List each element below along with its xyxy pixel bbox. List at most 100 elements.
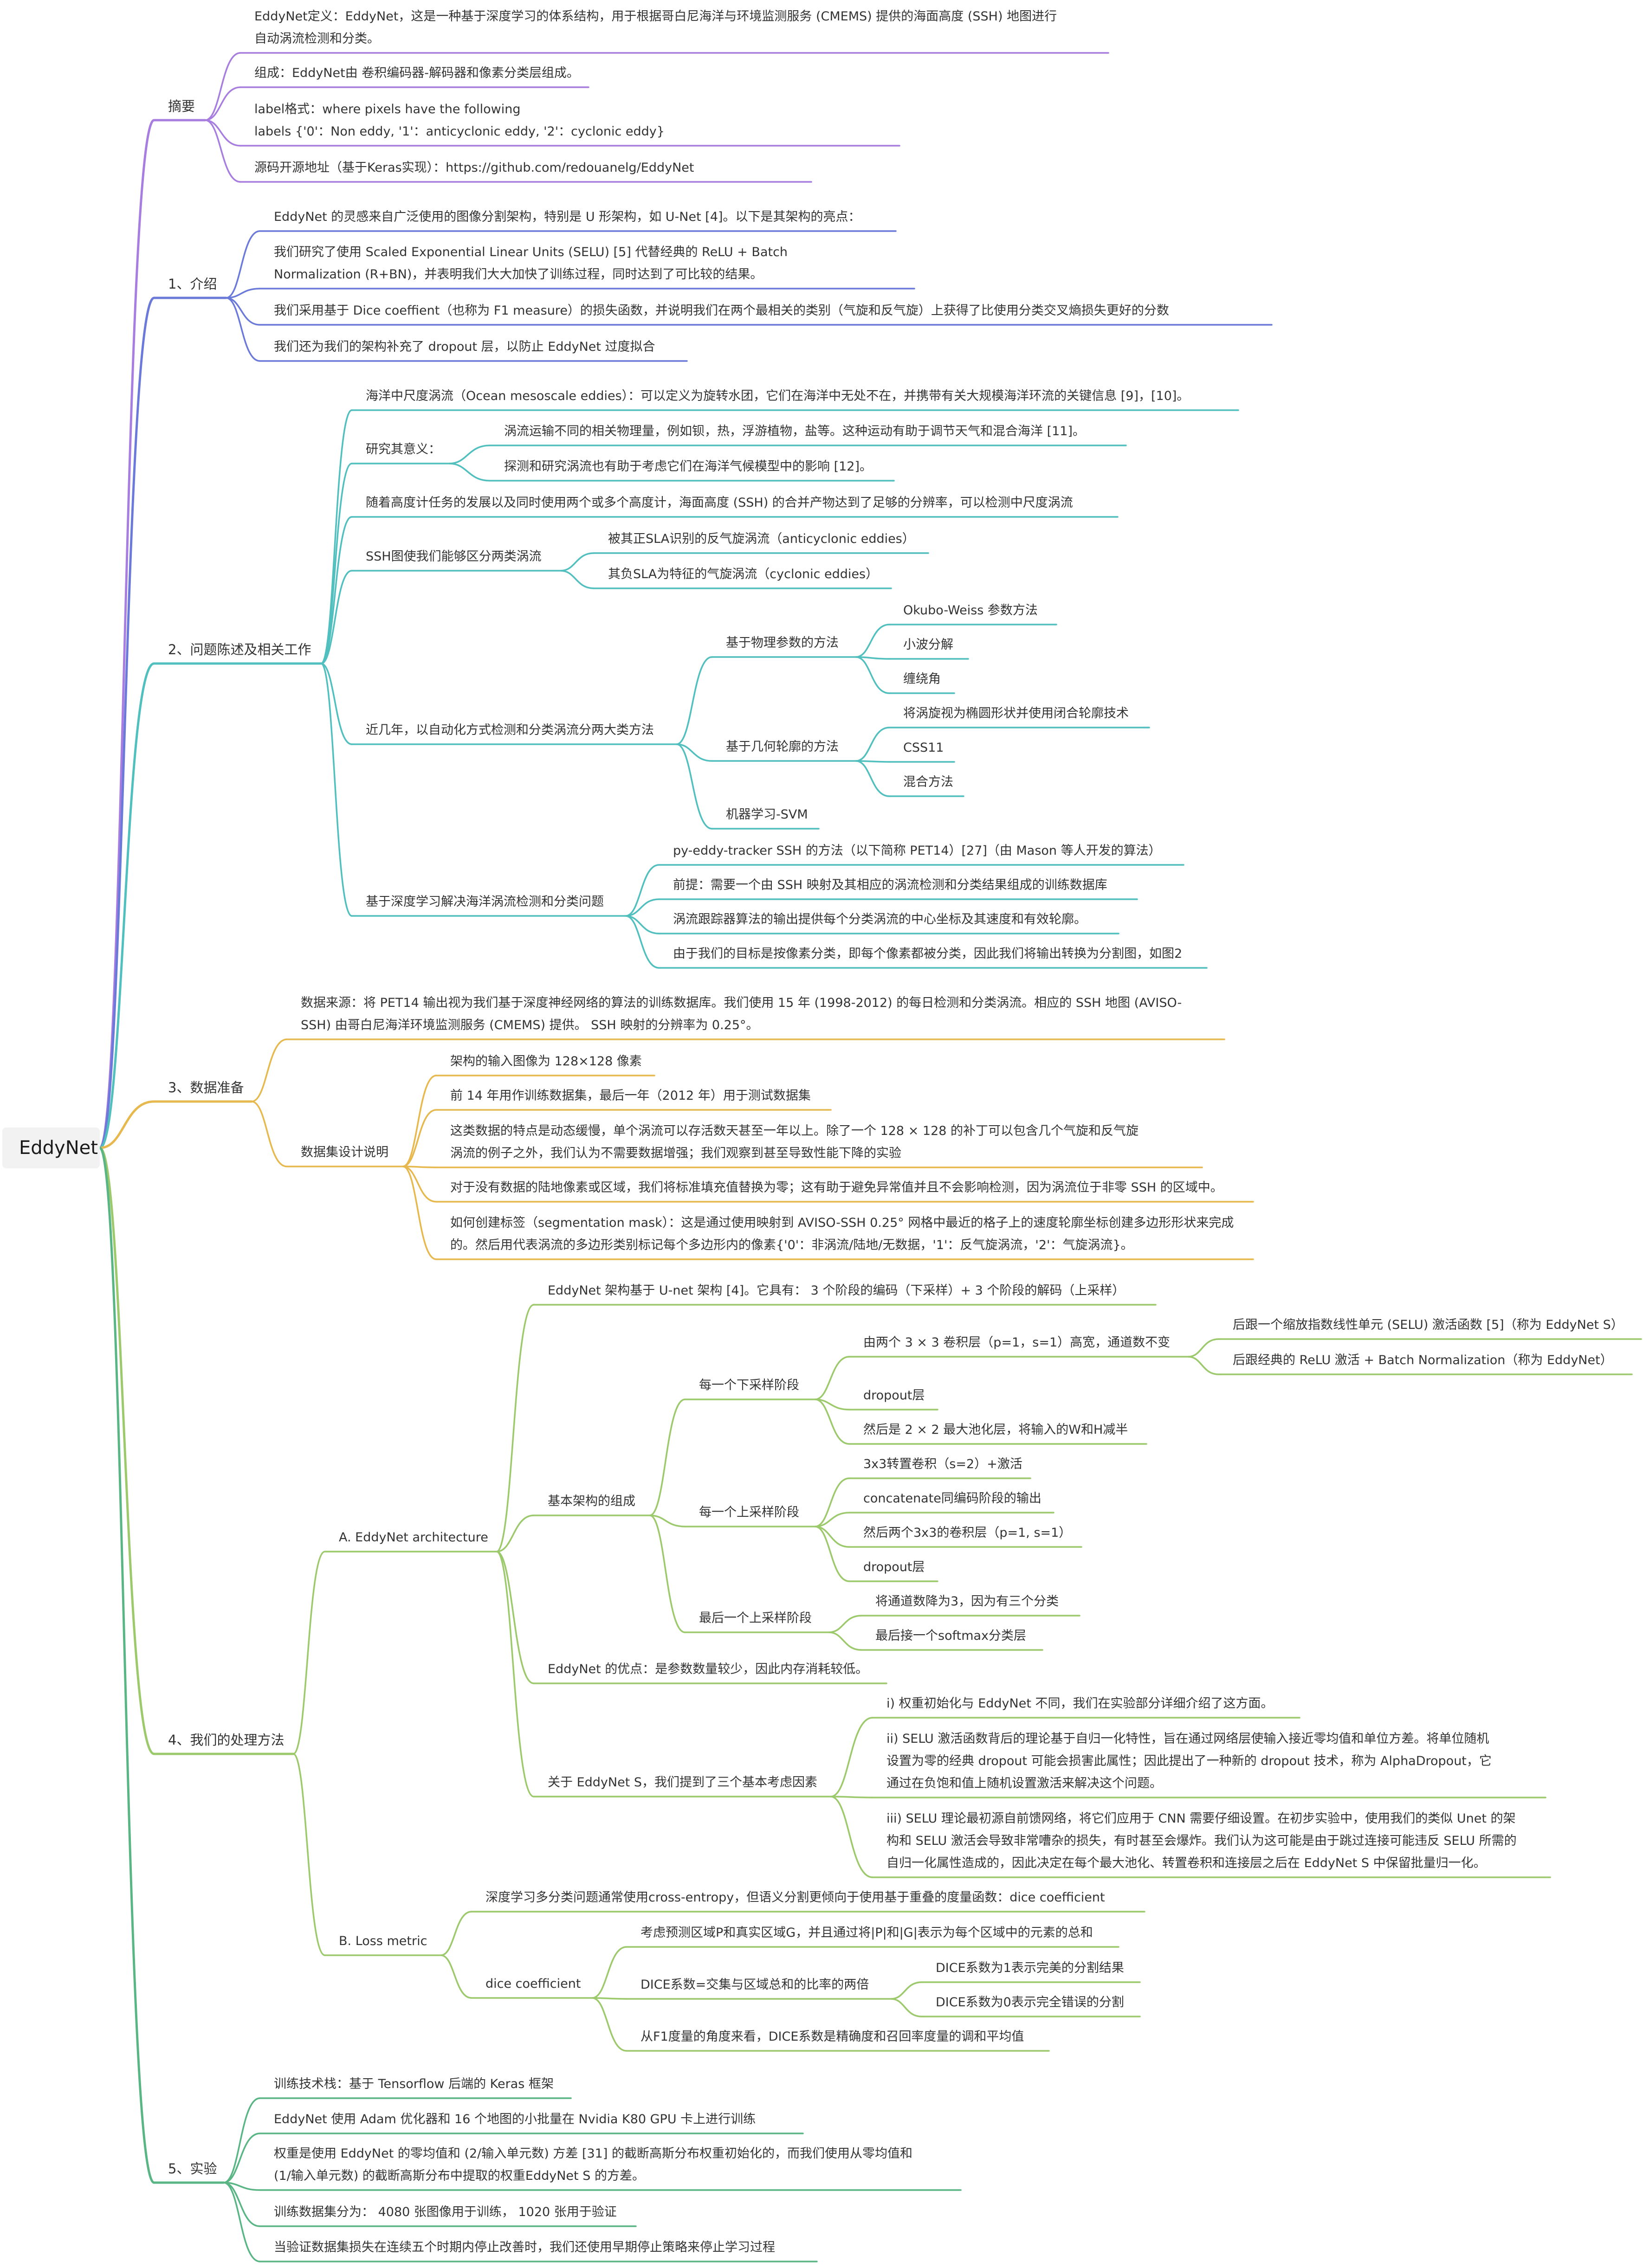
- node-a4[interactable]: 源码开源地址（基于Keras实现）：https://github.com/red…: [254, 157, 694, 179]
- node-e5[interactable]: 当验证数据集损失在连续五个时期内停止改善时，我们还使用早期停止策略来停止学习过程: [274, 2236, 775, 2259]
- node-p2a[interactable]: 涡流运输不同的相关物理量，例如钡，热，浮游植物，盐等。这种运动有助于调节天气和混…: [504, 420, 1085, 443]
- node-mB2a[interactable]: 考虑预测区域P和真实区域G，并且通过将|P|和|G|表示为每个区域中的元素的总和: [640, 1922, 1093, 1944]
- connector-p6d: [625, 915, 660, 969]
- connector-p5b3: [855, 760, 890, 797]
- connector-p2b: [449, 463, 491, 482]
- node-p5b2[interactable]: CSS11: [903, 737, 944, 759]
- connector-mB2a: [592, 1946, 627, 1999]
- node-mA[interactable]: A. EddyNet architecture: [339, 1527, 488, 1549]
- connector-mA2b4: [815, 1526, 850, 1582]
- node-text: 关于 EddyNet S，我们提到了三个基本考虑因素: [548, 1775, 818, 1790]
- node-p4[interactable]: SSH图使我们能够区分两类涡流: [366, 546, 542, 568]
- node-d2e[interactable]: 如何创建标签（segmentation mask）：这是通过使用映射到 AVIS…: [450, 1212, 1234, 1256]
- node-e3[interactable]: 权重是使用 EddyNet 的零均值和 (2/输入单元数) 方差 [31] 的截…: [274, 2143, 912, 2187]
- node-i2[interactable]: 我们研究了使用 Scaled Exponential Linear Units …: [274, 241, 788, 286]
- node-mA2b[interactable]: 每一个上采样阶段: [699, 1501, 799, 1524]
- node-intro[interactable]: 1、介绍: [168, 273, 217, 295]
- node-i4[interactable]: 我们还为我们的架构补充了 dropout 层，以防止 EddyNet 过度拟合: [274, 336, 655, 358]
- node-mA1[interactable]: EddyNet 架构基于 U-net 架构 [4]。它具有： 3 个阶段的编码（…: [548, 1280, 1125, 1302]
- node-mA2[interactable]: 基本架构的组成: [548, 1490, 635, 1513]
- node-mB2c[interactable]: 从F1度量的角度来看，DICE系数是精确度和召回率度量的调和平均值: [640, 2026, 1024, 2048]
- node-p6b[interactable]: 前提：需要一个由 SSH 映射及其相应的涡流检测和分类结果组成的训练数据库: [673, 874, 1107, 896]
- node-meth[interactable]: 4、我们的处理方法: [168, 1729, 284, 1751]
- node-exp[interactable]: 5、实验: [168, 2158, 217, 2180]
- node-p5a1[interactable]: Okubo-Weiss 参数方法: [903, 599, 1038, 622]
- node-mA2b1[interactable]: 3x3转置卷积（s=2）+激活: [863, 1453, 1022, 1475]
- node-p5b[interactable]: 基于几何轮廓的方法: [726, 736, 839, 758]
- connector-p4a: [560, 552, 595, 572]
- node-mA2a1b[interactable]: 后跟经典的 ReLU 激活 + Batch Normalization（称为 E…: [1233, 1349, 1613, 1372]
- node-mA2a1[interactable]: 由两个 3 × 3 卷积层（p=1，s=1）高宽，通道数不变: [863, 1332, 1170, 1354]
- node-p6c[interactable]: 涡流跟踪器算法的输出提供每个分类涡流的中心坐标及其速度和有效轮廓。: [673, 908, 1087, 931]
- node-data[interactable]: 3、数据准备: [168, 1076, 244, 1099]
- node-mB2[interactable]: dice coefficient: [485, 1973, 581, 1995]
- node-mB[interactable]: B. Loss metric: [339, 1930, 427, 1952]
- node-mA2a3[interactable]: 然后是 2 × 2 最大池化层，将输入的W和H减半: [863, 1419, 1128, 1441]
- connector-mA2b: [649, 1514, 686, 1527]
- node-p5a2[interactable]: 小波分解: [903, 634, 953, 656]
- node-p6d[interactable]: 由于我们的目标是按像素分类，即每个像素都被分类，因此我们将输出转换为分割图，如图…: [673, 943, 1182, 965]
- node-i1[interactable]: EddyNet 的灵感来自广泛使用的图像分割架构，特别是 U 形架构，如 U-N…: [274, 206, 861, 228]
- node-mA2c1[interactable]: 将通道数降为3，因为有三个分类: [875, 1591, 1059, 1613]
- node-mB2b1[interactable]: DICE系数为1表示完美的分割结果: [936, 1957, 1124, 1979]
- node-mA2b4[interactable]: dropout层: [863, 1556, 925, 1579]
- node-text: (1/输入单元数) 的截断高斯分布中提取的权重EddyNet S 的方差。: [274, 2169, 645, 2183]
- node-text: DICE系数=交集与区域总和的比率的两倍: [640, 1978, 869, 1992]
- node-p5b1[interactable]: 将涡旋视为椭圆形状并使用闭合轮廓技术: [903, 702, 1129, 725]
- node-p6a[interactable]: py-eddy-tracker SSH 的方法（以下简称 PET14）[27]（…: [673, 840, 1161, 862]
- node-p5b3[interactable]: 混合方法: [903, 771, 953, 793]
- node-i3[interactable]: 我们采用基于 Dice coeffient（也称为 F1 measure）的损失…: [274, 300, 1169, 322]
- node-d1[interactable]: 数据来源：将 PET14 输出视为我们基于深度神经网络的算法的训练数据库。我们使…: [301, 992, 1182, 1037]
- node-p4b[interactable]: 其负SLA为特征的气旋涡流（cyclonic eddies）: [608, 563, 878, 586]
- node-mA3[interactable]: EddyNet 的优点：是参数数量较少，因此内存消耗较低。: [548, 1658, 868, 1681]
- node-e1[interactable]: 训练技术栈：基于 Tensorflow 后端的 Keras 框架: [274, 2073, 554, 2095]
- connector-e1: [223, 2097, 260, 2184]
- node-p4a[interactable]: 被其正SLA识别的反气旋涡流（anticyclonic eddies）: [608, 528, 915, 550]
- node-mB2b[interactable]: DICE系数=交集与区域总和的比率的两倍: [640, 1974, 869, 1996]
- node-mA4b[interactable]: ii) SELU 激活函数背后的理论基于自归一化特性，旨在通过网络层使输入接近零…: [886, 1728, 1492, 1795]
- node-text: 组成：EddyNet由 卷积编码器-解码器和像素分类层组成。: [254, 66, 580, 80]
- node-p1[interactable]: 海洋中尺度涡流（Ocean mesoscale eddies）：可以定义为旋转水…: [366, 385, 1189, 407]
- node-text: 基本架构的组成: [548, 1494, 635, 1508]
- node-e4[interactable]: 训练数据集分为： 4080 张图像用于训练， 1020 张用于验证: [274, 2201, 617, 2223]
- node-mA4c[interactable]: iii) SELU 理论最初源自前馈网络，将它们应用于 CNN 需要仔细设置。在…: [886, 1808, 1517, 1875]
- node-d2a[interactable]: 架构的输入图像为 128×128 像素: [450, 1050, 642, 1073]
- node-text: 基于深度学习解决海洋涡流检测和分类问题: [366, 895, 604, 909]
- node-p5[interactable]: 近几年，以自动化方式检测和分类涡流分两大类方法: [366, 719, 654, 741]
- node-mA2c[interactable]: 最后一个上采样阶段: [699, 1607, 812, 1630]
- node-abs[interactable]: 摘要: [168, 95, 195, 117]
- node-p3[interactable]: 随着高度计任务的发展以及同时使用两个或多个高度计，海面高度 (SSH) 的合并产…: [366, 492, 1073, 514]
- node-mA2b2[interactable]: concatenate同编码阶段的输出: [863, 1488, 1041, 1510]
- node-e2[interactable]: EddyNet 使用 Adam 优化器和 16 个地图的小批量在 Nvidia …: [274, 2108, 756, 2131]
- node-mA2a[interactable]: 每一个下采样阶段: [699, 1374, 799, 1397]
- node-p2b[interactable]: 探测和研究涡流也有助于考虑它们在海洋气候模型中的影响 [12]。: [504, 456, 872, 478]
- node-p6[interactable]: 基于深度学习解决海洋涡流检测和分类问题: [366, 891, 604, 913]
- node-prob[interactable]: 2、问题陈述及相关工作: [168, 638, 311, 661]
- connector-mA2c1: [828, 1615, 862, 1633]
- node-mA4a[interactable]: i) 权重初始化与 EddyNet 不同，我们在实验部分详细介绍了这方面。: [886, 1693, 1274, 1715]
- node-p5a[interactable]: 基于物理参数的方法: [726, 632, 839, 654]
- node-mA4[interactable]: 关于 EddyNet S，我们提到了三个基本考虑因素: [548, 1772, 817, 1794]
- node-text: 2、问题陈述及相关工作: [168, 642, 311, 657]
- node-mB2b2[interactable]: DICE系数为0表示完全错误的分割: [936, 1991, 1124, 2014]
- node-d2b[interactable]: 前 14 年用作训练数据集，最后一年（2012 年）用于测试数据集: [450, 1085, 811, 1107]
- node-text: 后跟一个缩放指数线性单元 (SELU) 激活函数 [5]（称为 EddyNet …: [1233, 1318, 1624, 1332]
- node-d2[interactable]: 数据集设计说明: [301, 1141, 388, 1164]
- connector-mA2a3: [815, 1398, 850, 1445]
- node-mA2a2[interactable]: dropout层: [863, 1385, 925, 1407]
- node-mB1[interactable]: 深度学习多分类问题通常使用cross-entropy，但语义分割更倾向于使用基于…: [485, 1887, 1105, 1909]
- node-mA2c2[interactable]: 最后接一个softmax分类层: [875, 1625, 1026, 1647]
- node-mA2a1a[interactable]: 后跟一个缩放指数线性单元 (SELU) 激活函数 [5]（称为 EddyNet …: [1233, 1314, 1624, 1336]
- connector-mB2b2: [891, 1998, 922, 2017]
- root-node[interactable]: EddyNet: [2, 1128, 100, 1168]
- node-p2[interactable]: 研究其意义：: [366, 438, 441, 461]
- node-d2d[interactable]: 对于没有数据的陆地像素或区域，我们将标准填充值替换为零；这有助于避免异常值并且不…: [450, 1177, 1223, 1199]
- node-a1[interactable]: EddyNet定义：EddyNet，这是一种基于深度学习的体系结构，用于根据哥白…: [254, 6, 1057, 50]
- node-mA2b3[interactable]: 然后两个3x3的卷积层（p=1, s=1）: [863, 1522, 1071, 1544]
- node-p5a3[interactable]: 缠绕角: [903, 668, 941, 690]
- node-text: SSH) 由哥白尼海洋环境监测服务 (CMEMS) 提供。 SSH 映射的分辨率…: [301, 1018, 759, 1032]
- node-a2[interactable]: 组成：EddyNet由 卷积编码器-解码器和像素分类层组成。: [254, 62, 579, 84]
- node-d2c[interactable]: 这类数据的特点是动态缓慢，单个涡流可以存活数天甚至一年以上。除了一个 128 ×…: [450, 1120, 1138, 1165]
- node-p5c[interactable]: 机器学习-SVM: [726, 804, 808, 826]
